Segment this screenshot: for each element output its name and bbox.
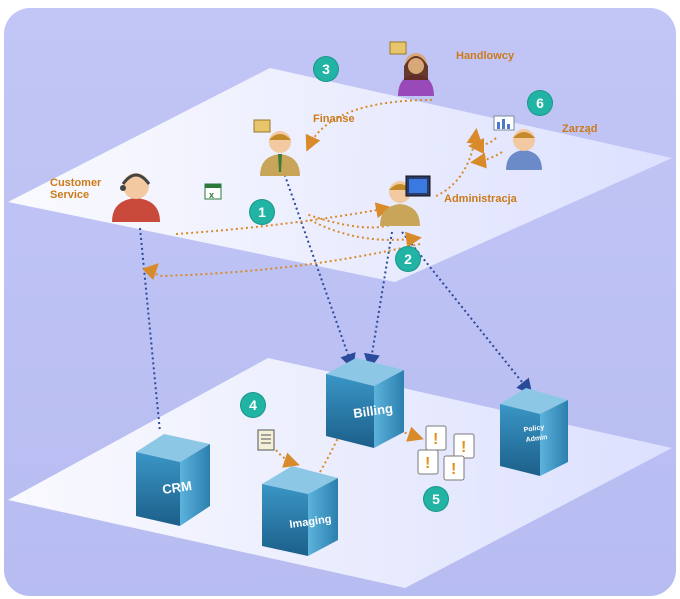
step-badge-1: 1 [250,200,274,224]
customer-service-agent-icon [112,173,160,222]
alert-icons: ! ! ! ! [417,425,475,481]
alert-icon: ! [443,455,465,481]
imaging-cube[interactable]: Imaging [262,466,338,556]
step-badge-3: 3 [314,57,338,81]
admin-person-icon [380,175,431,226]
svg-text:x: x [209,190,214,200]
document-icon [257,429,275,451]
svg-text:!: ! [461,439,466,456]
billing-cube[interactable]: Billing [326,358,404,448]
policy-admin-cube[interactable]: Policy Admin [500,388,568,476]
policy-admin-label-line1: Policy [523,424,545,434]
imaging-label: Imaging [289,513,332,531]
arrow-admin-to-zarzad [435,128,483,197]
svg-text:!: ! [451,461,456,478]
spreadsheet-icon: x [204,183,222,200]
policy-admin-label-line2: Admin [525,434,548,444]
step-badge-5: 5 [424,487,448,511]
top-plane [8,68,672,282]
link-cs-crm [139,227,161,433]
alert-icon: ! [453,433,475,459]
link-admin-policy [401,231,533,396]
sales-person-icon [389,41,434,96]
finance-person-icon [253,119,300,176]
label-finanse: Finanse [313,113,355,125]
billing-label: Billing [352,401,393,421]
step-badge-4: 4 [241,393,265,417]
alert-icon: ! [417,449,439,475]
label-administracja: Administracja [444,193,517,205]
crm-cube[interactable]: CRM [136,434,210,526]
arrow-admin-to-cs [141,243,421,281]
label-handlowcy: Handlowcy [456,50,515,62]
label-zarzad: Zarząd [562,123,598,135]
crm-label: CRM [161,478,192,497]
alert-icon: ! [425,425,447,451]
svg-text:!: ! [425,455,430,472]
step-badge-6: 6 [528,91,552,115]
blue-links [139,169,533,433]
label-customer-service: Customer Service [50,177,102,201]
svg-text:!: ! [433,431,438,448]
management-person-icon [493,115,542,170]
arrow-cs-to-admin [175,202,392,235]
arrow-zarzad-to-admin [468,137,497,154]
step-badge-2: 2 [396,247,420,271]
arrow-imaging-to-billing [319,416,349,473]
